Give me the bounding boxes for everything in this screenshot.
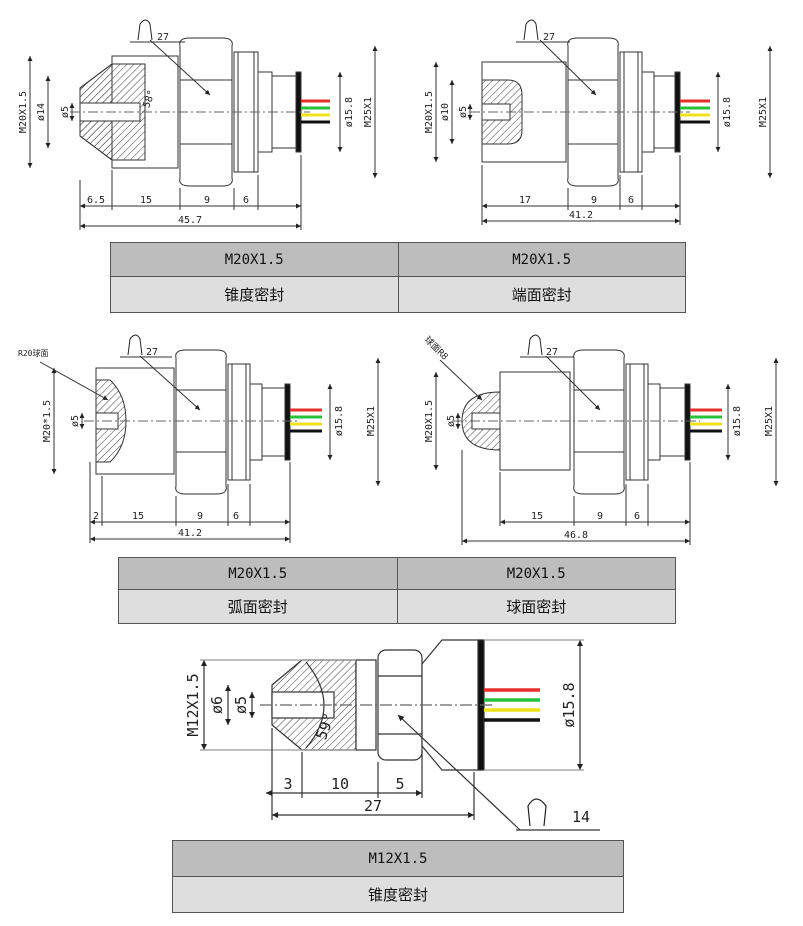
radius-label: R20球面 <box>18 348 48 358</box>
dim-bottom-2: 6 <box>634 511 640 522</box>
drawing-face-seal-m20 <box>433 19 773 225</box>
dim-bottom-0: 6.5 <box>87 195 105 206</box>
dim-bottom-1: 10 <box>331 775 349 793</box>
dim-bottom-1: 15 <box>132 511 144 522</box>
flange <box>625 363 649 481</box>
thread-label: M20X1.5 <box>424 91 435 133</box>
dim-total: 41.2 <box>178 528 202 539</box>
dim-bottom-2: 6 <box>628 195 634 206</box>
d158-label: ø15.8 <box>560 682 578 727</box>
dim-bottom-2: 9 <box>204 195 210 206</box>
dim-total: 27 <box>364 797 382 815</box>
thread-cell-right: M20X1.5 <box>397 242 686 277</box>
thread-cell-left: M20X1.5 <box>118 557 398 590</box>
drawing1-labels: M20X1.5 ø14 ø5 58° ø15.8 M25X1 27 6.5 15… <box>18 32 374 226</box>
d5-label: ø5 <box>60 106 71 118</box>
dim-bottom-3: 6 <box>243 195 249 206</box>
wrench-label: 14 <box>572 808 590 826</box>
thread-cell: M12X1.5 <box>172 840 624 877</box>
dim-bottom-0: 2 <box>93 511 99 522</box>
d14-label: ø14 <box>36 103 47 121</box>
wrench-label: 27 <box>543 32 555 43</box>
hex-nut <box>175 349 227 495</box>
m25-label: M25X1 <box>764 406 775 436</box>
wrench-label: 27 <box>546 347 558 358</box>
wrench-label: 27 <box>146 347 158 358</box>
d5-label: ø5 <box>70 415 81 427</box>
dim-bottom-1: 15 <box>140 195 152 206</box>
dim-total: 46.8 <box>564 530 588 541</box>
d158-label: ø15.8 <box>722 97 733 127</box>
thread-label: M20*1.5 <box>42 400 53 442</box>
seal-cell-left: 锥度密封 <box>110 276 399 313</box>
seal-cell-left: 弧面密封 <box>118 589 398 624</box>
dim-total: 45.7 <box>178 215 202 226</box>
drawing-cone-seal-m20 <box>27 19 378 230</box>
dim-bottom-0: 15 <box>531 511 543 522</box>
thread-label: M20X1.5 <box>424 400 435 442</box>
drawing5-labels: M12X1.5 ø6 ø5 59° ø15.8 14 3 10 5 27 <box>184 673 590 826</box>
spec-table-1: M20X1.5 M20X1.5 锥度密封 端面密封 <box>110 242 686 313</box>
dim-bottom-2: 5 <box>395 775 404 793</box>
drawing-ball-seal-m20 <box>433 334 779 545</box>
dim-bottom-3: 6 <box>233 511 239 522</box>
d5-label: ø5 <box>458 106 469 118</box>
d158-label: ø15.8 <box>344 97 355 127</box>
hex-nut <box>573 349 625 495</box>
m25-label: M25X1 <box>366 406 377 436</box>
thread-cell-right: M20X1.5 <box>396 557 676 590</box>
dim-bottom-1: 9 <box>597 511 603 522</box>
spec-table-2: M20X1.5 M20X1.5 弧面密封 球面密封 <box>118 557 676 624</box>
black-plate <box>284 383 291 461</box>
d6-label: ø6 <box>208 696 226 714</box>
dim-bottom-1: 9 <box>591 195 597 206</box>
dim-bottom-2: 9 <box>197 511 203 522</box>
drawing2-labels: M20X1.5 ø10 ø5 ø15.8 M25X1 27 17 9 6 41.… <box>424 32 769 221</box>
drawing3-labels: R20球面 M20*1.5 ø5 ø15.8 M25X1 27 2 15 9 6… <box>18 347 377 539</box>
wrench-label: 27 <box>157 32 169 43</box>
thread-label: M12X1.5 <box>184 673 202 736</box>
dim-bottom-0: 3 <box>283 775 292 793</box>
seal-cell: 锥度密封 <box>172 876 624 913</box>
radius-label: 球面R8 <box>422 334 451 363</box>
thread-cell-left: M20X1.5 <box>110 242 399 277</box>
flange <box>227 363 251 481</box>
drawing-cone-seal-m12 <box>200 639 600 831</box>
d5-label: ø5 <box>446 415 457 427</box>
d5-label: ø5 <box>232 696 250 714</box>
seal-cell-right: 球面密封 <box>396 589 676 624</box>
thread-label: M20X1.5 <box>18 91 29 133</box>
dim-total: 41.2 <box>569 210 593 221</box>
seal-cell-right: 端面密封 <box>397 276 686 313</box>
black-plate <box>684 383 691 461</box>
d158-label: ø15.8 <box>334 406 345 436</box>
dim-bottom-0: 17 <box>519 195 531 206</box>
d10-label: ø10 <box>440 103 451 121</box>
spec-table-3: M12X1.5 锥度密封 <box>172 840 624 913</box>
m25-label: M25X1 <box>758 97 769 127</box>
m25-label: M25X1 <box>363 97 374 127</box>
d158-label: ø15.8 <box>732 406 743 436</box>
drawing-arc-seal-m20 <box>39 334 381 543</box>
